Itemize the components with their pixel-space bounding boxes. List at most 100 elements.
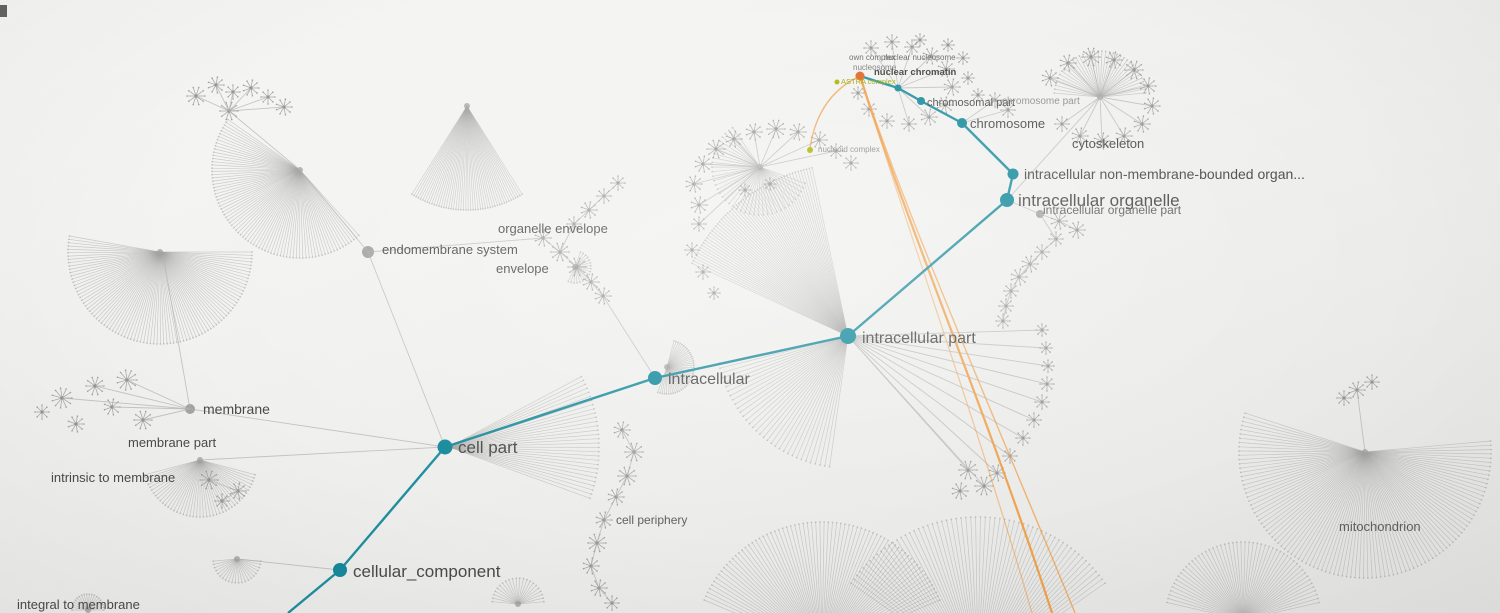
graph-edge xyxy=(1090,56,1101,98)
leaf-burst xyxy=(707,286,721,300)
node-cell-part[interactable] xyxy=(437,439,453,455)
node-chromosome[interactable] xyxy=(957,118,967,128)
node-intracellular-organelle[interactable] xyxy=(1000,193,1014,207)
graph-edge xyxy=(1041,238,1057,253)
fan-layer xyxy=(67,50,1492,613)
node-intracellular[interactable] xyxy=(648,371,662,385)
fan-cluster xyxy=(1166,541,1320,613)
graph-edge xyxy=(111,406,191,410)
graph-edge xyxy=(236,558,341,571)
leaf-burst xyxy=(207,76,225,94)
label-intracellular-organelle[interactable]: intracellular organelle xyxy=(1018,191,1180,210)
graph-edge xyxy=(189,408,446,448)
graph-edge xyxy=(559,251,578,268)
fan-cluster xyxy=(67,235,253,345)
label-cell-part[interactable]: cell part xyxy=(458,438,518,457)
graph-edge xyxy=(759,128,777,168)
leaf-burst xyxy=(67,415,85,433)
leaf-burst xyxy=(260,89,276,105)
graph-edge xyxy=(559,223,575,253)
label-intracellular-part[interactable]: intracellular part xyxy=(862,330,976,347)
node-intracellular-non-membrane-bounded-organelle[interactable] xyxy=(1007,168,1019,180)
graph-edge xyxy=(1061,96,1101,125)
selected-path-edge xyxy=(847,199,1008,337)
label-cellular-component[interactable]: cellular_component xyxy=(353,562,501,581)
leaf-burst xyxy=(810,131,828,149)
graph-edge xyxy=(847,335,998,474)
graph-edge xyxy=(162,254,191,410)
label-layer: cellular_component cell part intracellular… xyxy=(17,53,1421,612)
graph-edge xyxy=(897,87,930,118)
label-chromosomal-part[interactable]: chromosomal part xyxy=(927,97,1015,109)
leaf-burst xyxy=(1000,102,1016,118)
leaf-burst xyxy=(1059,54,1077,72)
graph-edge xyxy=(1099,96,1143,125)
graph-edge xyxy=(847,335,1011,457)
label-nuclear-chromatin[interactable]: nuclear chromatin xyxy=(874,67,957,78)
graph-edge xyxy=(1079,96,1101,137)
node-cellular-component[interactable] xyxy=(333,563,347,577)
label-intracellular[interactable]: intracellular xyxy=(668,371,750,388)
leaf-burst xyxy=(920,108,938,126)
graph-edge xyxy=(1005,290,1012,307)
graph-edge xyxy=(961,109,1009,124)
leaf-burst xyxy=(725,130,743,148)
leaf-burst xyxy=(987,92,1003,108)
graph-edge xyxy=(1099,96,1125,137)
graph-edge xyxy=(847,329,1043,337)
leaf-burst xyxy=(763,177,777,191)
graph-edge xyxy=(367,251,446,448)
graph-edge xyxy=(1356,389,1366,453)
fan-cluster xyxy=(850,516,1106,613)
leaf-burst xyxy=(738,183,752,197)
leaf-burst xyxy=(1035,323,1049,337)
graph-edge xyxy=(961,99,996,124)
node-chromosomal-part[interactable] xyxy=(917,97,925,105)
leaf-burst xyxy=(971,88,985,102)
graph-edge xyxy=(1018,263,1031,278)
graph-edge xyxy=(1058,220,1078,231)
leaf-burst xyxy=(951,482,969,500)
node-intracellular-part[interactable] xyxy=(840,328,856,344)
label-chromosome[interactable]: chromosome xyxy=(970,116,1045,131)
highlight-edge xyxy=(809,75,861,149)
selected-path-edge xyxy=(859,74,899,90)
leaf-burst xyxy=(1021,255,1039,273)
leaf-burst xyxy=(901,116,917,132)
leaf-burst xyxy=(904,39,920,55)
graph-edge xyxy=(759,139,820,168)
graph-edge xyxy=(61,397,191,410)
graph-edge xyxy=(590,281,604,297)
graph-edge xyxy=(759,131,799,168)
label-astra-complex: ASTRA complex xyxy=(841,77,896,86)
graph-edge xyxy=(299,169,369,253)
graph-edge xyxy=(590,565,600,589)
node-chromatin-junction[interactable] xyxy=(894,84,902,92)
graph-edge xyxy=(602,295,656,379)
graph-edge xyxy=(626,451,635,477)
graph-edge xyxy=(847,335,1024,439)
graph-edge xyxy=(621,429,635,453)
node-nucleoid-complex-node[interactable] xyxy=(807,147,813,153)
selected-path-edge xyxy=(654,334,849,380)
graph-edge xyxy=(603,496,617,521)
leaf-burst xyxy=(1139,77,1157,95)
graph-edge xyxy=(142,408,191,421)
fan-cluster xyxy=(211,118,360,259)
graph-edge xyxy=(576,266,592,283)
edge-artifact xyxy=(0,5,7,17)
graph-edge xyxy=(733,138,761,168)
burst-layer xyxy=(34,33,1380,611)
leaf-burst xyxy=(843,155,859,171)
label-organelle-envelope: organelle envelope xyxy=(498,221,608,236)
leaf-burst xyxy=(34,404,50,420)
graph-edge xyxy=(1099,85,1149,98)
highlight-edge-layer xyxy=(809,75,1076,613)
label-intracellular-non-membrane-bounded-organ[interactable]: intracellular non-membrane-bounded organ… xyxy=(1024,166,1305,182)
node-astra-complex-node[interactable] xyxy=(834,79,840,85)
graph-edge xyxy=(1039,213,1057,240)
node-nuclear-chromatin-node[interactable] xyxy=(855,71,865,81)
graph-edge xyxy=(228,110,301,171)
